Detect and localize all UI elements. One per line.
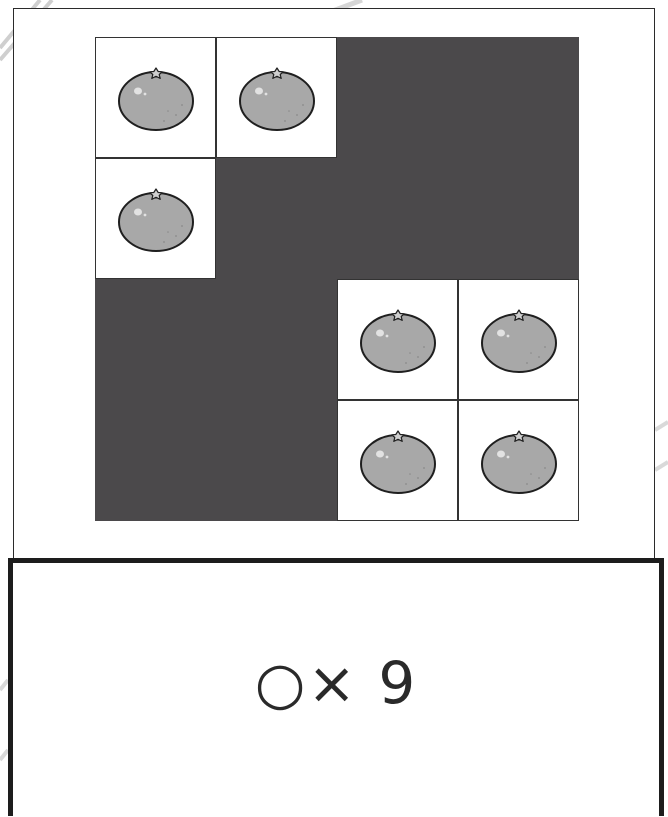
orange-cell	[95, 37, 216, 158]
empty-cell	[337, 37, 458, 158]
orange-count-label: ○× 9	[13, 649, 659, 717]
orange-cell	[95, 158, 216, 279]
orange-cell	[337, 279, 458, 400]
orange-cell	[337, 400, 458, 521]
empty-cell	[216, 400, 337, 521]
empty-cell	[95, 279, 216, 400]
orange-fruit-icon	[358, 426, 438, 496]
orange-cell	[458, 279, 579, 400]
empty-cell	[458, 158, 579, 279]
orange-fruit-icon	[479, 426, 559, 496]
fruit-grid	[95, 37, 579, 521]
orange-fruit-icon	[116, 63, 196, 133]
answer-card: ○× 9	[8, 558, 664, 816]
empty-cell	[216, 279, 337, 400]
orange-fruit-icon	[237, 63, 317, 133]
orange-fruit-icon	[358, 305, 438, 375]
empty-cell	[337, 158, 458, 279]
orange-fruit-icon	[116, 184, 196, 254]
orange-cell	[216, 37, 337, 158]
orange-fruit-icon	[479, 305, 559, 375]
orange-cell	[458, 400, 579, 521]
empty-cell	[458, 37, 579, 158]
empty-cell	[216, 158, 337, 279]
empty-cell	[95, 400, 216, 521]
